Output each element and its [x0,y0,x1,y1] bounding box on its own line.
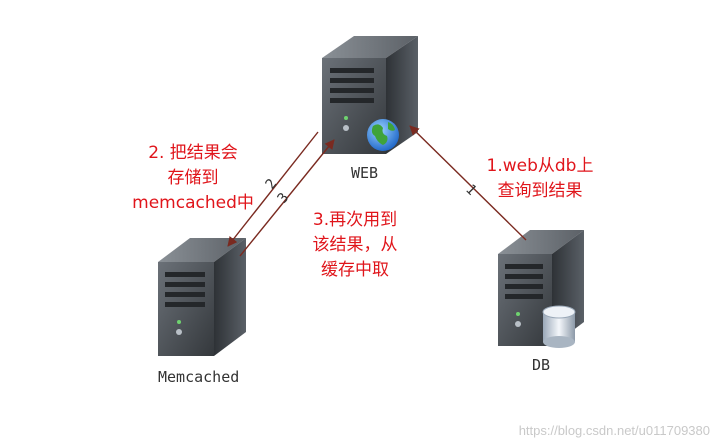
db-label: DB [532,356,551,374]
arrow-step1 [409,125,527,241]
globe-icon [367,119,399,151]
marker-1: 1 [462,182,479,199]
arrow-step2 [227,131,319,247]
marker-2: 2 [263,176,281,192]
note-step3-line1: 3.再次用到 [312,210,398,230]
note-step1: 1.web从db上 查询到结果 [478,154,602,204]
memcached-label: Memcached [158,368,240,386]
marker-3: 3 [275,190,293,206]
note-step2-line2: 存储到 [167,168,219,188]
note-step2: 2. 把结果会 存储到 memcached中 [131,141,255,216]
note-step1-line2: 查询到结果 [497,181,583,201]
note-step2-line1: 2. 把结果会 [148,143,238,163]
web-label: WEB [351,164,379,182]
watermark: https://blog.csdn.net/u011709380 [518,423,710,438]
note-step3: 3.再次用到 该结果，从 缓存中取 [296,208,414,283]
note-step2-line3: memcached中 [132,193,254,213]
memcached-server-icon [158,238,246,356]
database-cylinder-icon [542,305,576,348]
note-step3-line2: 该结果，从 [312,235,398,255]
arrow-step3 [239,139,335,257]
note-step3-line3: 缓存中取 [321,260,389,280]
note-step1-line1: 1.web从db上 [486,156,594,176]
